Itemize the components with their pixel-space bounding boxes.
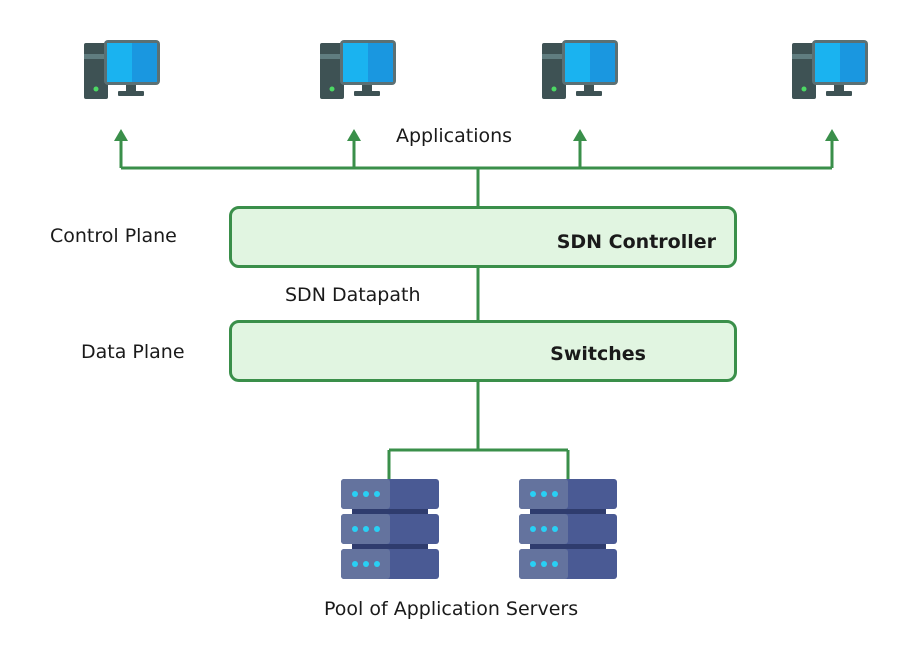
data-plane-label: Data Plane xyxy=(81,341,185,363)
arrow-head-icon xyxy=(573,129,587,141)
arrow-head-icon xyxy=(347,129,361,141)
servers-pool-label: Pool of Application Servers xyxy=(324,598,579,620)
arrow-head-icon xyxy=(825,129,839,141)
desktop-computer-icon xyxy=(790,39,870,101)
sdn-controller-label: SDN Controller xyxy=(556,231,716,253)
server-rack-icon xyxy=(518,479,618,581)
switches-label: Switches xyxy=(550,343,646,365)
sdn-controller-box: SDN Controller xyxy=(229,206,737,268)
control-plane-label: Control Plane xyxy=(50,225,177,247)
arrow-head-icon xyxy=(114,129,128,141)
desktop-computer-icon xyxy=(540,39,620,101)
applications-label: Applications xyxy=(396,125,513,147)
sdn-datapath-label: SDN Datapath xyxy=(285,284,421,306)
desktop-computer-icon xyxy=(82,39,162,101)
desktop-computer-icon xyxy=(318,39,398,101)
switches-box: Switches xyxy=(229,320,737,382)
server-rack-icon xyxy=(340,479,440,581)
